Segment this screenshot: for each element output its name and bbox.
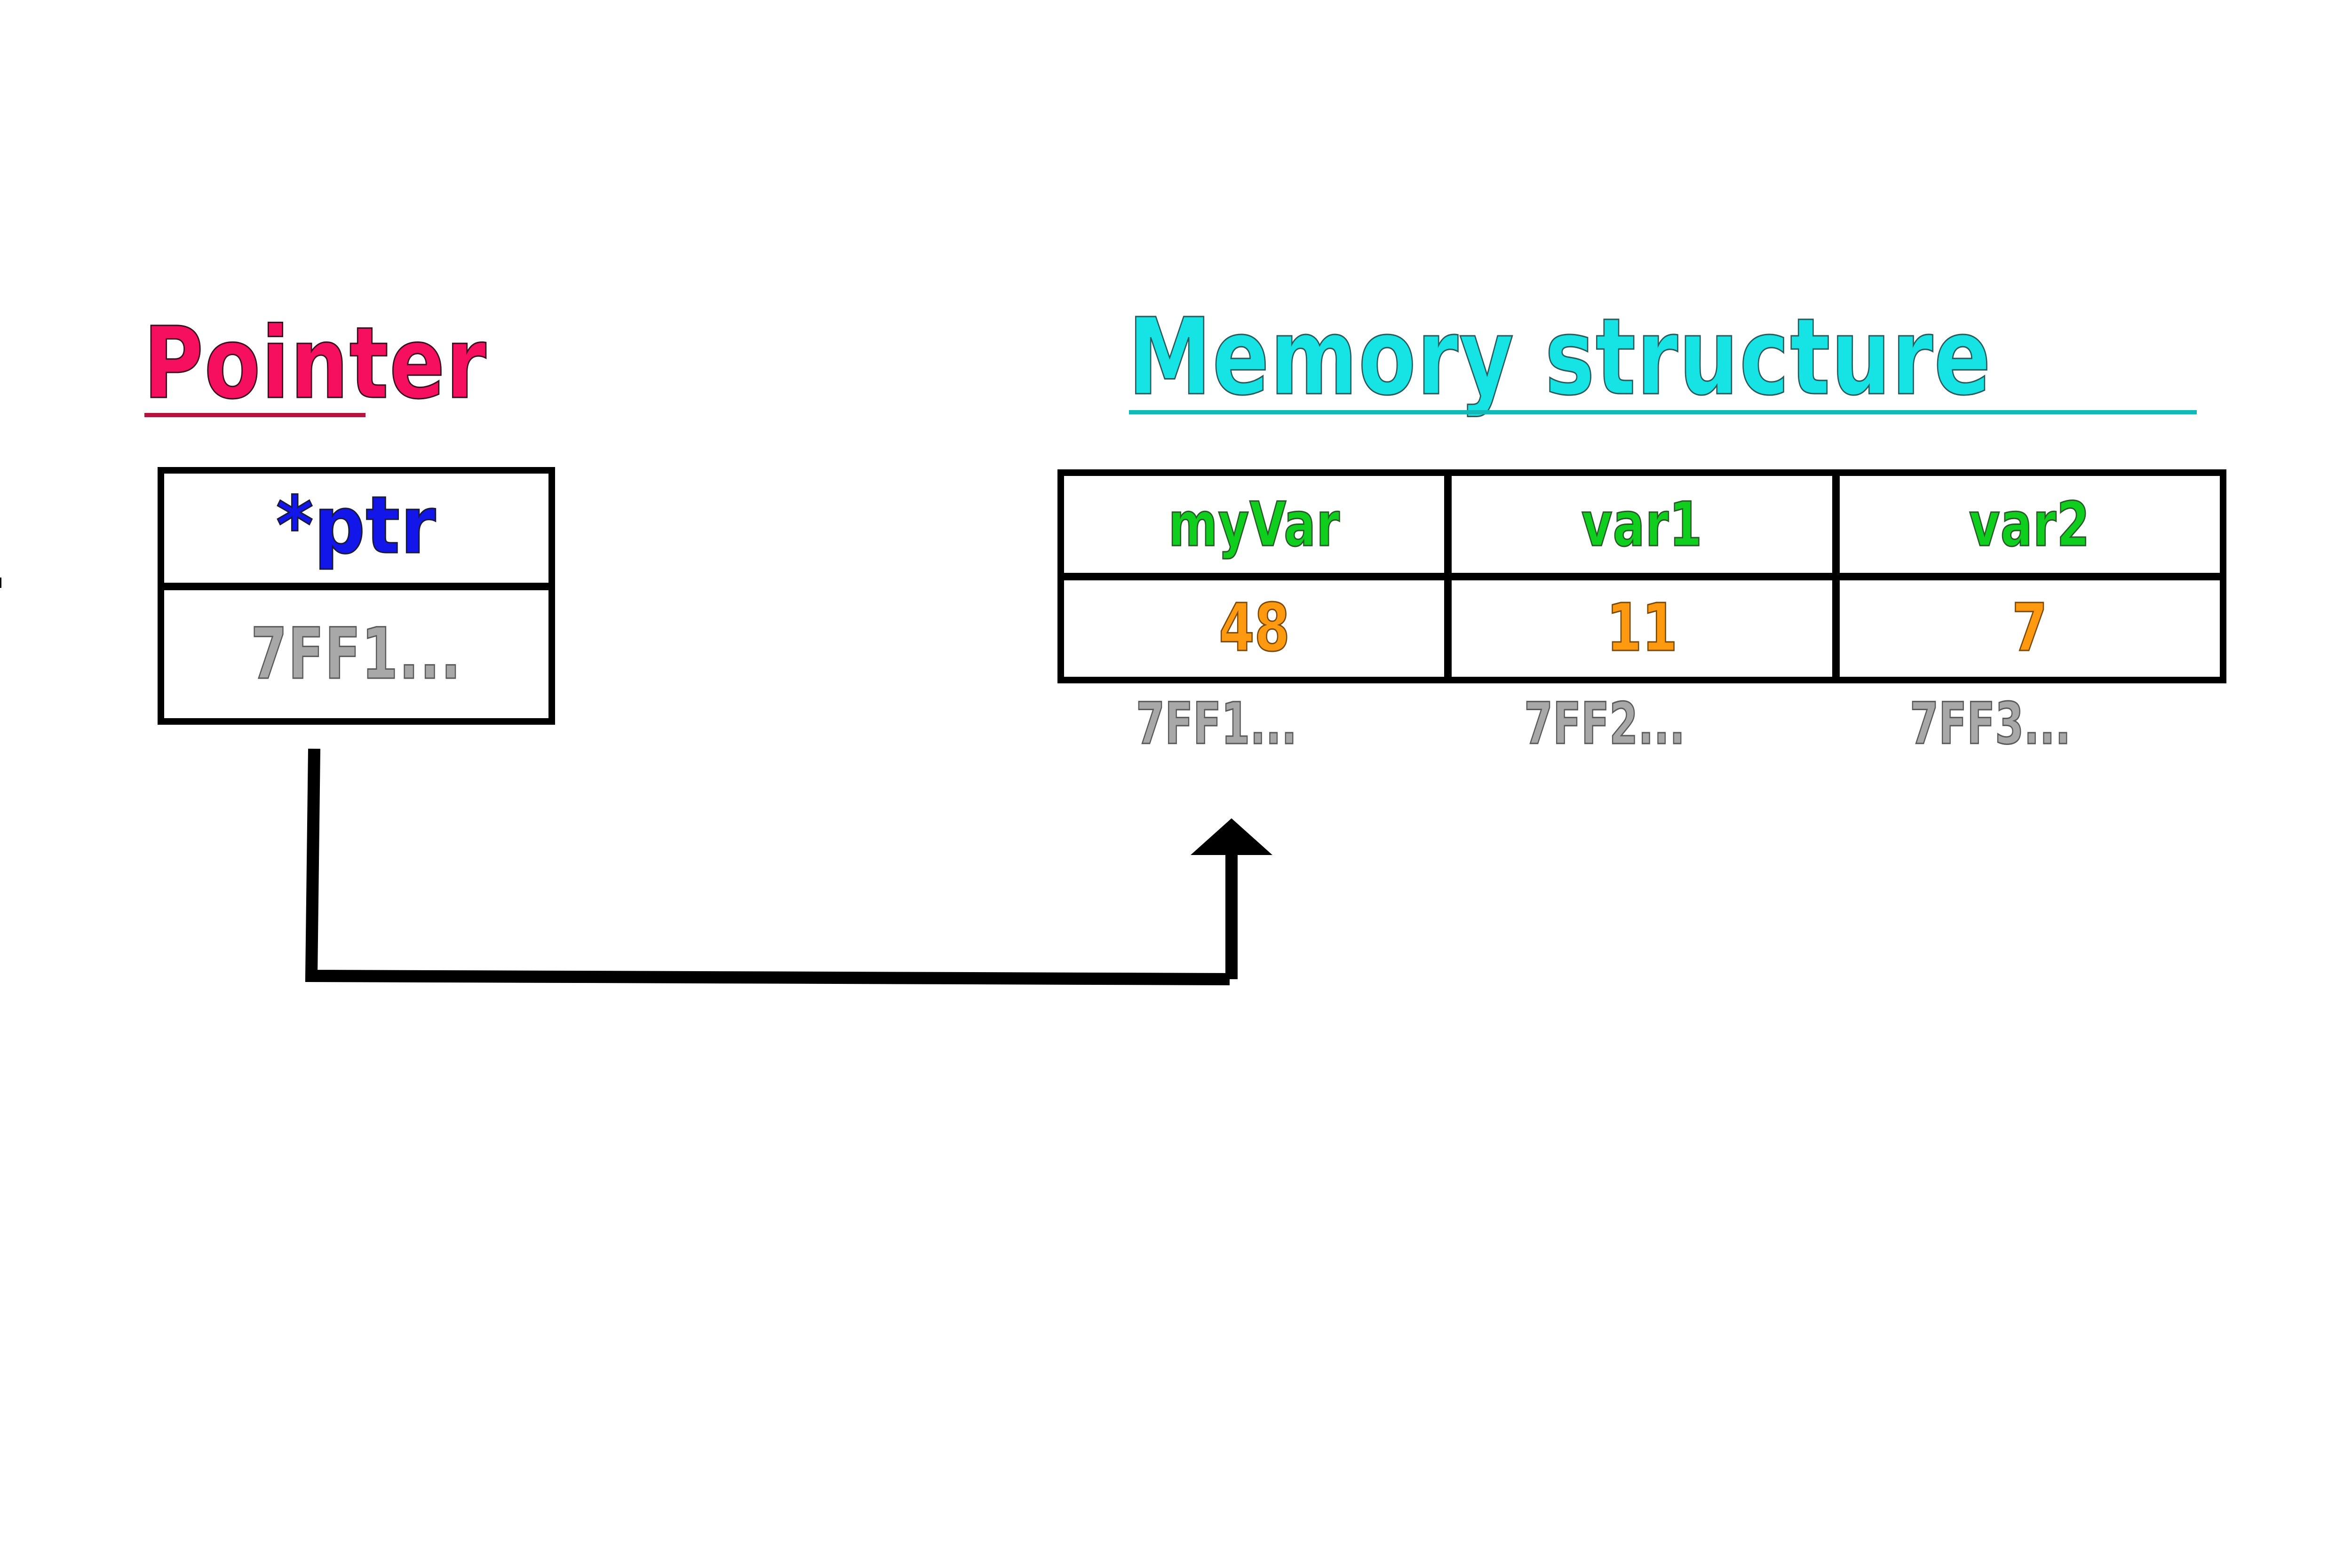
variable-value-label: 11 <box>1606 590 1678 667</box>
memory-address-caption-var2: 7FF3... <box>1909 690 2072 757</box>
variable-name-label: myVar <box>1168 488 1340 560</box>
memory-table-value-row: 48 11 7 <box>1064 580 2220 677</box>
memory-cell-value-var1: 11 <box>1444 580 1832 677</box>
pointer-box: *ptr 7FF1... <box>158 467 555 725</box>
pointer-name-cell: *ptr <box>164 474 548 583</box>
memory-structure-title: Memory structure <box>1128 296 1992 419</box>
variable-value-label: 7 <box>2011 590 2048 667</box>
variable-name-label: var1 <box>1581 488 1703 560</box>
memory-cell-name-myvar: myVar <box>1064 476 1444 573</box>
pointer-box-divider <box>164 583 548 590</box>
memory-cell-name-var1: var1 <box>1444 476 1832 573</box>
variable-value-label: 48 <box>1218 590 1290 667</box>
memory-cell-value-myvar: 48 <box>1064 580 1444 677</box>
pointer-title: Pointer <box>143 306 487 421</box>
variable-name-label: var2 <box>1969 488 2090 560</box>
pointer-box-divider-tick <box>0 578 1 588</box>
arrow-head-icon <box>1191 818 1272 855</box>
memory-address-caption-myvar: 7FF1... <box>1136 690 1298 757</box>
pointer-title-underline <box>144 413 366 417</box>
pointer-address-value: 7FF1... <box>250 613 462 695</box>
memory-table-header-row: myVar var1 var2 <box>1064 476 2220 580</box>
memory-cell-value-var2: 7 <box>1832 580 2220 677</box>
memory-table: myVar var1 var2 48 11 7 <box>1057 469 2226 683</box>
arrow-path-segment <box>305 748 1230 985</box>
pointer-name-label: *ptr <box>276 479 437 571</box>
memory-cell-name-var2: var2 <box>1832 476 2220 573</box>
memory-structure-title-underline <box>1129 410 2197 414</box>
memory-address-caption-var1: 7FF2... <box>1524 690 1686 757</box>
pointer-address-cell: 7FF1... <box>164 590 548 718</box>
